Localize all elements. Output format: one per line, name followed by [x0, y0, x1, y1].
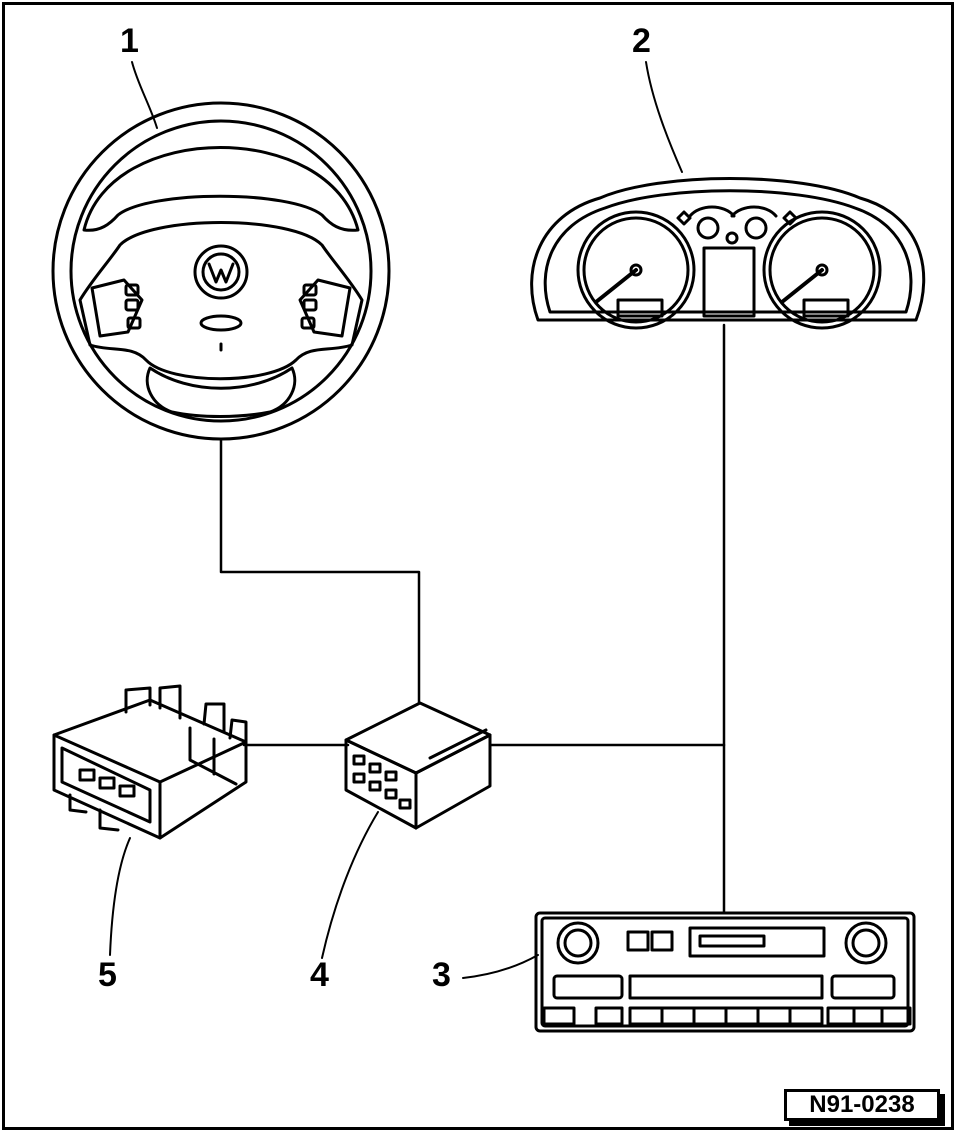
connection-lines [219, 323, 726, 915]
instrument-cluster-icon [530, 177, 926, 330]
callout-5: 5 [98, 956, 117, 994]
callout-3: 3 [432, 956, 451, 994]
steering-wheel-icon [51, 101, 391, 441]
radio-icon [534, 911, 916, 1033]
control-unit-icon [344, 701, 492, 830]
connector-icon [52, 684, 248, 840]
reference-code-label: N91-0238 [784, 1089, 940, 1121]
callout-2: 2 [632, 22, 651, 60]
leader-lines [109, 61, 683, 979]
callout-1: 1 [120, 22, 139, 60]
callout-4: 4 [310, 956, 329, 994]
